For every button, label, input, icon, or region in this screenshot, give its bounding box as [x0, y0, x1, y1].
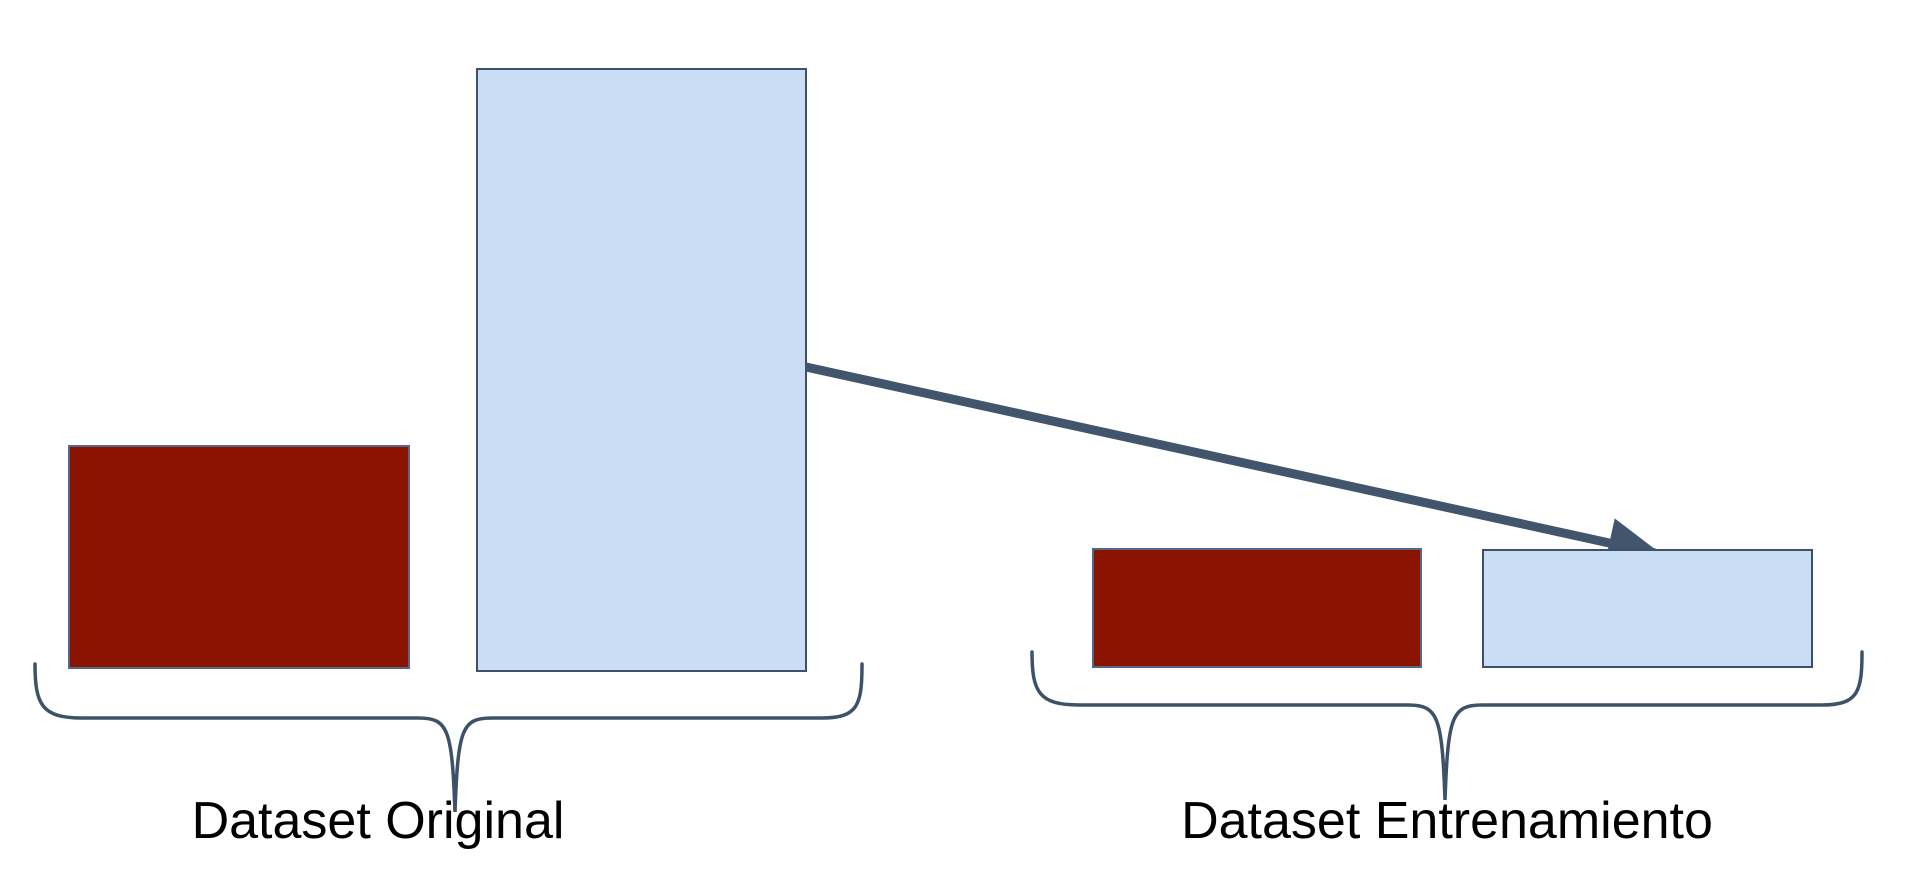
group-dataset-entrenamiento: Dataset Entrenamiento [1030, 548, 1864, 850]
brace-dataset-original [33, 662, 864, 813]
brace-dataset-entrenamiento [1030, 650, 1864, 801]
group-dataset-original: Dataset Original [33, 68, 864, 850]
undersampling-arrow [805, 362, 1663, 568]
label-dataset-original: Dataset Original [192, 792, 565, 850]
original-red-bar[interactable] [68, 445, 410, 669]
original-blue-bar[interactable] [476, 68, 807, 672]
training-blue-bar[interactable] [1482, 549, 1813, 668]
label-dataset-entrenamiento: Dataset Entrenamiento [1181, 792, 1713, 850]
training-red-bar[interactable] [1092, 548, 1422, 668]
